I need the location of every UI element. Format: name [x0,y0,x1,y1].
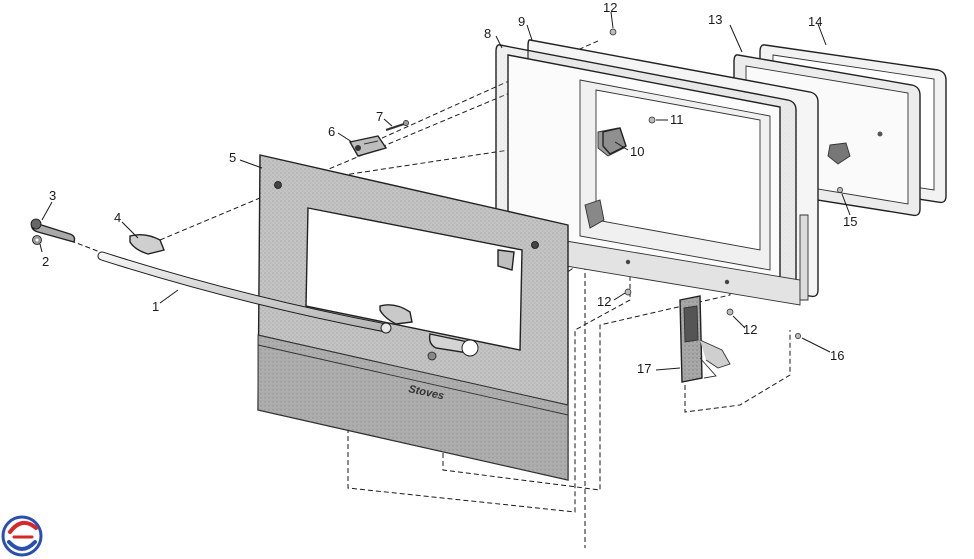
end-cap-4 [129,233,165,255]
label-part-12-left: 12 [597,294,611,309]
hinge-17 [679,295,731,383]
screw-7 [385,120,409,132]
label-part-4: 4 [114,210,121,225]
label-part-15: 15 [843,214,857,229]
label-part-13: 13 [708,12,722,27]
label-part-12-right: 12 [743,322,757,337]
label-part-11: 11 [670,112,684,127]
handle-bar-1 [97,251,392,334]
label-part-1: 1 [152,299,159,314]
label-part-10: 10 [630,144,644,159]
label-part-14: 14 [808,14,822,29]
part-labels: 1 2 3 4 5 6 7 8 9 10 11 12 12 12 13 14 1… [42,0,857,376]
screw-16 [795,333,801,339]
screw-3 [30,218,76,243]
label-part-17: 17 [637,361,651,376]
label-part-6: 6 [328,124,335,139]
label-part-7: 7 [376,109,383,124]
label-part-3: 3 [49,188,56,203]
bracket-10 [602,127,627,155]
corner-logo [1,515,43,557]
washer-2 [32,235,42,245]
label-part-8: 8 [484,26,491,41]
bracket-6 [348,135,388,157]
screws-12 [609,28,734,316]
label-part-12-top: 12 [603,0,617,15]
label-part-16: 16 [830,348,844,363]
door-frame-8 [495,44,809,306]
leader-lines [39,11,851,371]
outer-door-panel-5: Stoves [257,154,569,481]
handle-bracket-right [379,304,479,357]
label-part-9: 9 [518,14,525,29]
hinge-bracket-left [497,249,515,271]
label-part-2: 2 [42,254,49,269]
label-part-5: 5 [229,150,236,165]
screw-11 [648,116,656,124]
screw-15 [837,187,843,193]
